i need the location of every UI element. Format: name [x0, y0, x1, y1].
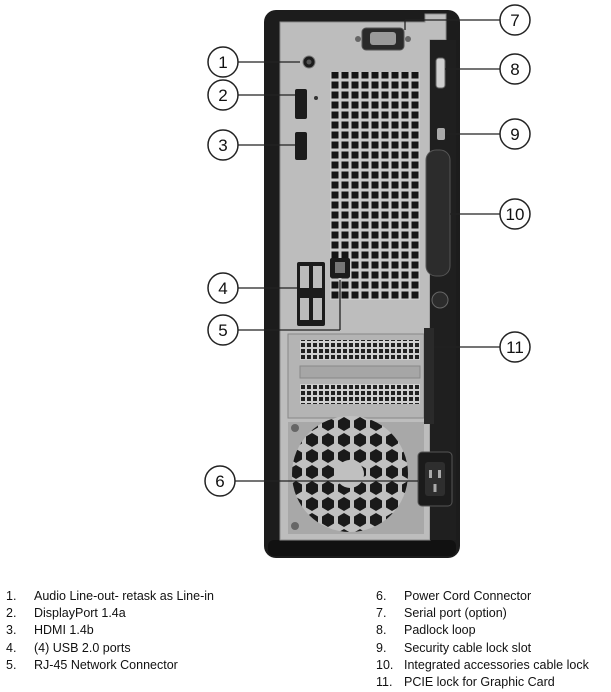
legend-number: 1.	[6, 589, 17, 603]
legend-label: Padlock loop	[404, 623, 476, 638]
padlock-loop[interactable]	[435, 57, 446, 89]
legend-label: PCIE lock for Graphic Card	[404, 675, 555, 690]
legend-number: 7.	[376, 606, 387, 621]
power-connector[interactable]	[417, 451, 453, 507]
legend-number: 11.	[376, 675, 393, 690]
legend-number: 4.	[6, 640, 17, 655]
callout-circle	[207, 272, 239, 304]
security-lock-slot[interactable]	[437, 128, 445, 140]
fan-grille	[288, 416, 424, 534]
legend-label: Audio Line-out- retask as Line-in	[34, 589, 214, 603]
legend-item: 1. Audio Line-out- retask as Line-in	[6, 588, 214, 605]
rj45-port[interactable]	[330, 258, 350, 278]
callout-circle	[207, 46, 239, 78]
callout-circle	[499, 53, 531, 85]
callout-number: 10	[506, 205, 525, 224]
callout-number: 4	[218, 279, 227, 298]
callout-circle	[207, 129, 239, 161]
cable-lock[interactable]	[425, 149, 451, 277]
legend-label: HDMI 1.4b	[34, 623, 94, 638]
callout-circle	[499, 331, 531, 363]
legend-item: 6. Power Cord Connector	[376, 588, 589, 605]
legend-item: 8. Padlock loop	[376, 622, 589, 639]
audio-jack[interactable]	[302, 55, 316, 69]
legend-label: Security cable lock slot	[404, 640, 532, 655]
callout-number: 7	[510, 11, 519, 30]
legend-number: 9.	[376, 640, 387, 655]
legend-number: 10.	[376, 657, 394, 672]
pc-rear-diagram: 1 2 3 4 5 6 7 8 9 10 11	[204, 4, 531, 558]
legend-number: 2.	[6, 606, 17, 621]
callout-circle	[499, 118, 531, 150]
callout-circle	[204, 465, 236, 497]
legend-item: 5. RJ-45 Network Connector	[6, 657, 214, 674]
callout-number: 3	[218, 136, 227, 155]
legend-number: 8.	[376, 623, 387, 638]
legend-label: Power Cord Connector	[404, 589, 532, 603]
pcie-slot-area	[287, 328, 434, 424]
legend-label: Integrated accessories cable lock	[404, 657, 589, 672]
callout-circle	[207, 314, 239, 346]
callout-circle	[499, 198, 531, 230]
legend-number: 5.	[6, 657, 17, 672]
legend-item: 10. Integrated accessories cable lock	[376, 657, 589, 674]
callout-number: 1	[218, 53, 227, 72]
callout-number: 2	[218, 86, 227, 105]
legend-label: RJ-45 Network Connector	[34, 657, 178, 672]
displayport-port[interactable]	[295, 89, 307, 119]
legend-number: 6.	[376, 589, 387, 603]
legend-item: 7. Serial port (option)	[376, 605, 589, 622]
legend-item: 2. DisplayPort 1.4a	[6, 605, 214, 622]
callout-number: 9	[510, 125, 519, 144]
legend-left: 1. Audio Line-out- retask as Line-in 2. Di…	[6, 588, 214, 674]
legend-number: 3.	[6, 623, 17, 638]
legend-label: (4) USB 2.0 ports	[34, 640, 131, 655]
callout-circle	[207, 79, 239, 111]
callout-number: 6	[215, 472, 224, 491]
legend-item: 3. HDMI 1.4b	[6, 622, 214, 639]
legend-item: 11. PCIE lock for Graphic Card	[376, 674, 589, 691]
legend-item: 4. (4) USB 2.0 ports	[6, 640, 214, 657]
legend-right: 6. Power Cord Connector 7. Serial port (op…	[376, 588, 589, 691]
legend-item: 9. Security cable lock slot	[376, 640, 589, 657]
callout-circle	[499, 4, 531, 36]
callout-number: 5	[218, 321, 227, 340]
callout-number: 8	[510, 60, 519, 79]
legend-label: DisplayPort 1.4a	[34, 606, 126, 621]
pcie-lock[interactable]	[424, 328, 434, 424]
hdmi-port[interactable]	[295, 132, 307, 160]
serial-port[interactable]	[355, 27, 411, 51]
usb-ports[interactable]	[297, 262, 325, 326]
legend-label: Serial port (option)	[404, 606, 507, 621]
callouts: 1 2 3 4 5 6 7 8 9 10 11	[204, 4, 531, 497]
callout-number: 11	[506, 338, 524, 357]
